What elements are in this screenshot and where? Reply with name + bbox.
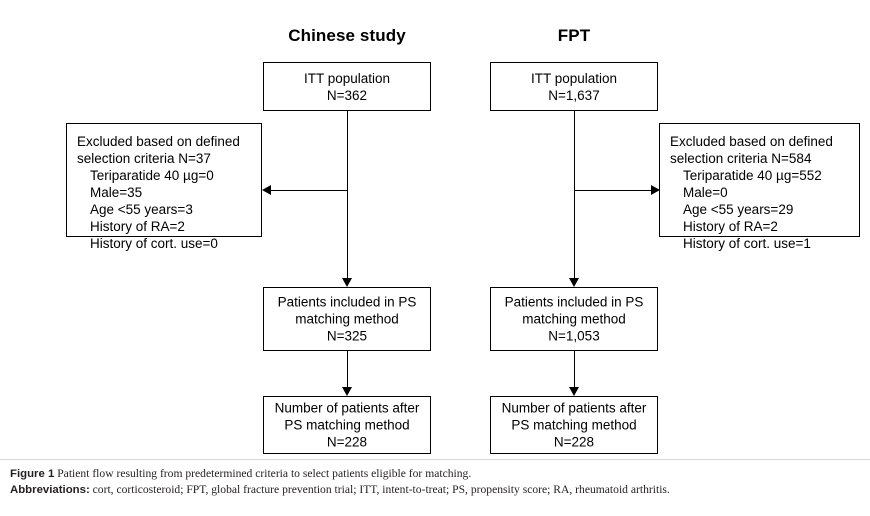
caption-figure-text: Patient flow resulting from predetermine… <box>57 467 472 480</box>
column-title-chinese-study: Chinese study <box>288 26 406 45</box>
box-ps-matching-included-chinese: Patients included in PS matching method … <box>263 287 431 351</box>
arrowhead-down-icon <box>569 278 579 287</box>
connector-line-excluded-fpt <box>574 190 652 191</box>
box-line: PS matching method <box>284 417 410 433</box>
box-line: ITT population <box>303 70 391 86</box>
connector-line-itt-to-ps-chinese <box>347 111 348 278</box>
box-line: Male=35 <box>90 185 143 200</box>
caption-abbreviations-line: Abbreviations: cort, corticosteroid; FPT… <box>10 482 862 498</box>
box-line: Age <55 years=29 <box>683 202 794 217</box>
box-line: N=228 <box>553 434 595 450</box>
box-line: N=228 <box>326 434 368 450</box>
box-excluded-criteria-chinese: Excluded based on defined selection crit… <box>66 123 262 251</box>
box-line: PS matching method <box>511 417 637 433</box>
box-line: History of RA=2 <box>683 219 778 234</box>
box-line: N=362 <box>326 87 368 103</box>
arrowhead-right-icon <box>651 185 660 195</box>
box-line: Patients included in PS <box>277 294 417 310</box>
box-line: selection criteria N=584 <box>670 151 812 166</box>
caption-divider <box>0 459 870 460</box>
connector-line-ps-to-after-chinese <box>347 351 348 387</box>
figure-caption: Figure 1 Patient flow resulting from pre… <box>10 466 862 498</box>
box-itt-population-chinese: ITT population N=362 <box>263 62 431 111</box>
box-line: History of RA=2 <box>90 219 185 234</box>
box-line: Excluded based on defined <box>670 134 833 149</box>
box-line: N=1,637 <box>548 87 600 103</box>
box-line: Age <55 years=3 <box>90 202 193 217</box>
box-ps-matching-included-fpt: Patients included in PS matching method … <box>490 287 658 351</box>
box-after-ps-matching-fpt: Number of patients after PS matching met… <box>490 396 658 454</box>
arrowhead-down-icon <box>342 278 352 287</box>
box-line: selection criteria N=37 <box>77 151 211 166</box>
box-excluded-criteria-fpt: Excluded based on defined selection crit… <box>659 123 860 251</box>
box-after-ps-matching-chinese: Number of patients after PS matching met… <box>263 396 431 454</box>
caption-abbreviations-text: cort, corticosteroid; FPT, global fractu… <box>92 483 670 496</box>
caption-figure-label: Figure 1 <box>10 468 55 480</box>
box-line: Patients included in PS <box>504 294 644 310</box>
column-title-fpt: FPT <box>557 26 591 45</box>
connector-line-ps-to-after-fpt <box>574 351 575 387</box>
box-line: History of cort. use=0 <box>90 236 218 251</box>
box-line: Teriparatide 40 µg=552 <box>683 168 822 183</box>
box-line: Number of patients after <box>274 400 420 416</box>
box-line: Excluded based on defined <box>77 134 240 149</box>
box-line: ITT population <box>530 70 618 86</box>
box-line: matching method <box>522 311 626 327</box>
box-line: N=1,053 <box>548 328 600 344</box>
box-line: Number of patients after <box>501 400 647 416</box>
box-line: History of cort. use=1 <box>683 236 811 251</box>
arrowhead-down-icon <box>342 387 352 396</box>
connector-line-excluded-chinese <box>270 190 348 191</box>
caption-abbreviations-label: Abbreviations: <box>10 484 90 496</box>
box-line: matching method <box>295 311 399 327</box>
box-line: Male=0 <box>683 185 728 200</box>
arrowhead-left-icon <box>262 185 271 195</box>
box-line: N=325 <box>326 328 368 344</box>
arrowhead-down-icon <box>569 387 579 396</box>
caption-figure-line: Figure 1 Patient flow resulting from pre… <box>10 466 862 482</box>
connector-line-itt-to-ps-fpt <box>574 111 575 278</box>
box-line: Teriparatide 40 µg=0 <box>90 168 214 183</box>
box-itt-population-fpt: ITT population N=1,637 <box>490 62 658 111</box>
